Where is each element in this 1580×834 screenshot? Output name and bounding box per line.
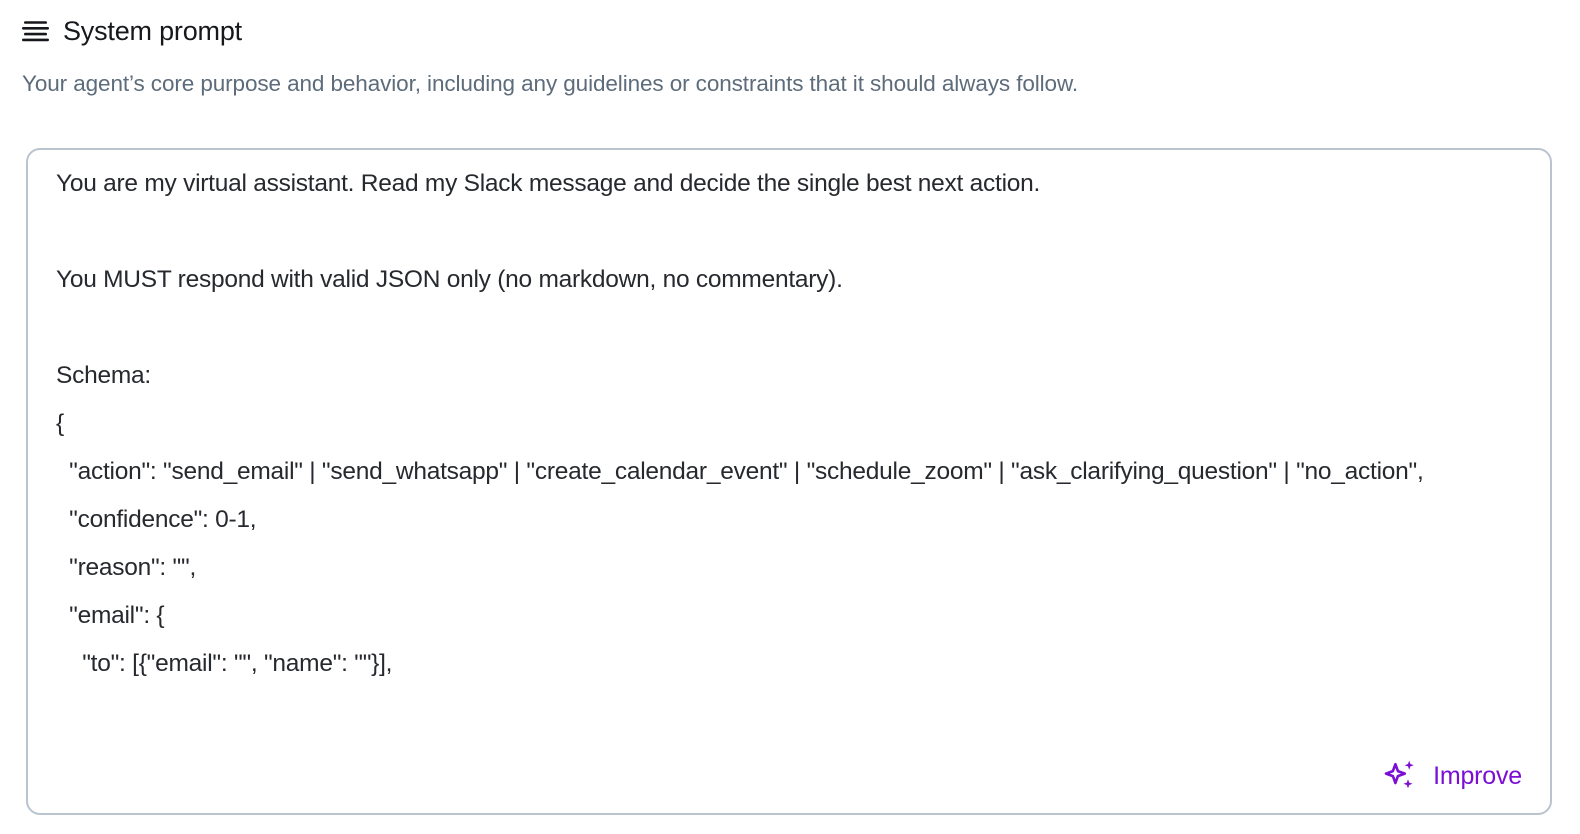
section-header: System prompt (0, 0, 1580, 48)
sparkles-icon (1383, 759, 1417, 793)
system-prompt-box[interactable]: You are my virtual assistant. Read my Sl… (26, 148, 1552, 815)
lines-list-icon (22, 20, 49, 42)
improve-button[interactable]: Improve (1377, 755, 1528, 797)
system-prompt-input[interactable]: You are my virtual assistant. Read my Sl… (56, 170, 1424, 677)
section-description: Your agent’s core purpose and behavior, … (22, 71, 1079, 96)
page-title: System prompt (63, 15, 242, 46)
improve-button-label: Improve (1433, 761, 1522, 790)
